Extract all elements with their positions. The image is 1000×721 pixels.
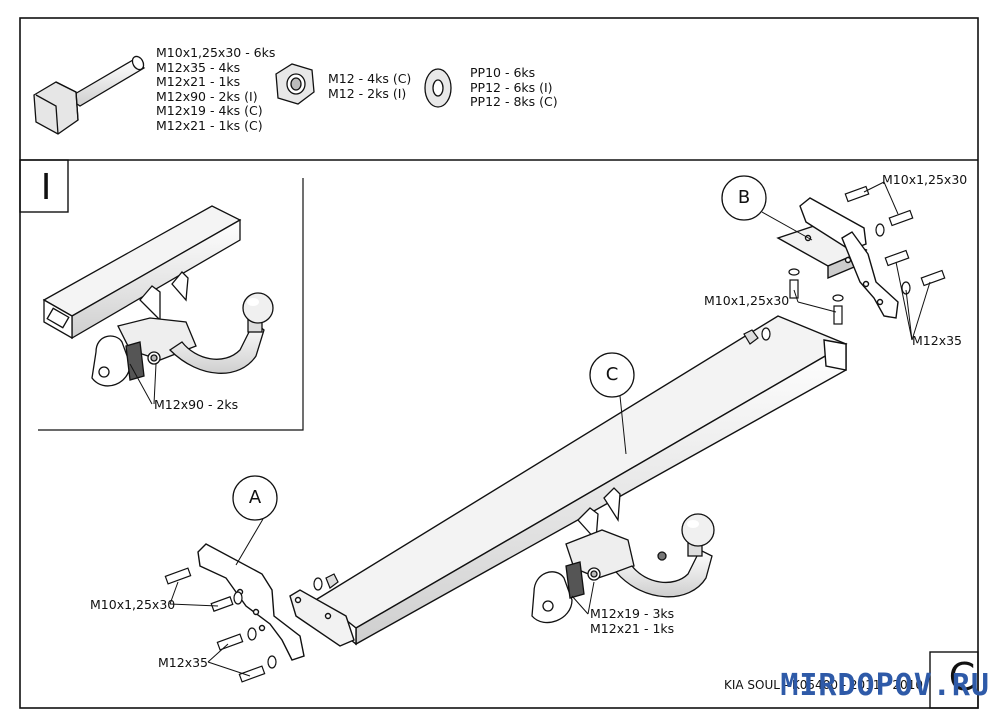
bubble-b-label: B: [737, 187, 751, 208]
leader-a: [235, 518, 264, 566]
ball-mount-bolt-spec-line: M12x21 - 1ks: [590, 620, 675, 636]
callout-leaders: [169, 181, 931, 677]
nuts-list: M12 - 4ks (C)M12 - 2ks (I): [328, 71, 412, 101]
sheet-letter-box: [929, 651, 979, 709]
inset-leader-1: [129, 363, 153, 405]
leader-b: [761, 211, 813, 241]
sheet-letter: C: [948, 655, 976, 699]
bubble-c-label: C: [605, 364, 619, 385]
callout-b-left: M10x1,25x30: [704, 293, 790, 308]
inset-ball-mount: [91, 271, 274, 387]
bolt-spec-line: M12x90 - 2ks (I): [156, 88, 258, 104]
bubble-b: [721, 175, 767, 221]
inset-number: I: [40, 167, 52, 208]
inset-crossbar: [42, 205, 242, 340]
inset-leader-2: [153, 363, 157, 405]
bolt-spec-line: M12x21 - 1ks (C): [156, 117, 263, 133]
bolt-spec-line: M12x21 - 1ks: [156, 74, 241, 89]
inset-number-box: [19, 159, 69, 213]
bracket-a: [197, 543, 355, 661]
inset-border: [38, 178, 304, 431]
washer-spec-line: PP12 - 8ks (C): [470, 94, 558, 109]
callout-b-top: M10x1,25x30: [882, 172, 968, 187]
drawing-border: [19, 17, 979, 709]
leader-c: [619, 395, 627, 455]
model-footer: KIA SOUL - K05400 - 2011 - 2010: [724, 678, 923, 692]
nut-spec-line: M12 - 4ks (C): [328, 71, 412, 86]
bubble-a: [232, 475, 278, 521]
callout-b-right: M12x35: [912, 333, 962, 348]
bolt-spec-line: M12x35 - 4ks: [156, 59, 241, 75]
inset-callout: M12x90 - 2ks: [154, 397, 239, 412]
washer-icon: [424, 68, 452, 108]
washer-spec-line: PP12 - 6ks (I): [470, 79, 553, 95]
callout-a-top: M10x1,25x30: [90, 597, 176, 612]
callout-a-bottom: M12x35: [158, 655, 208, 670]
main-ball-mount: [531, 487, 715, 624]
nut-icon: [275, 63, 315, 105]
bolt-icon: [33, 55, 146, 135]
bolt-spec-line: M10x1,25x30 - 6ks: [156, 45, 276, 60]
bubble-c: [589, 352, 635, 398]
ball-mount-bolt-spec-line: M12x19 - 3ks: [590, 606, 675, 621]
washer-spec-line: PP10 - 6ks: [470, 65, 536, 80]
bolt-spec-line: M12x19 - 4ks (C): [156, 103, 263, 118]
watermark: MIRDOPOV.RU: [780, 668, 990, 703]
nut-spec-line: M12 - 2ks (I): [328, 85, 407, 101]
bracket-a-bolts: [164, 567, 339, 683]
bubble-a-label: A: [248, 487, 262, 508]
bracket-b: [776, 197, 899, 319]
